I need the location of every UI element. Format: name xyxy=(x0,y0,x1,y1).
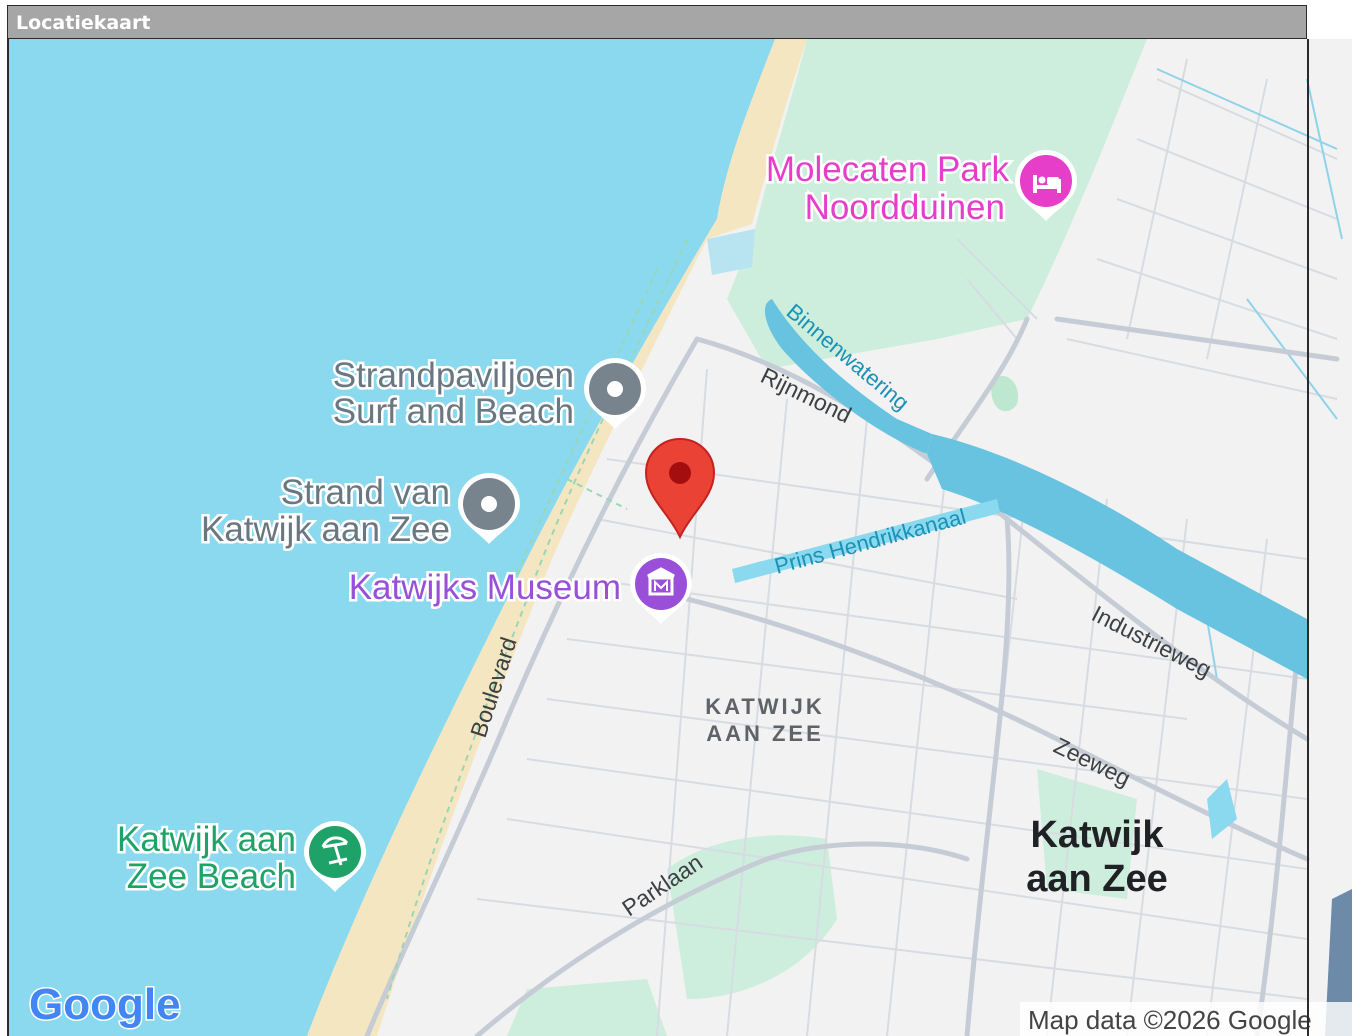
city-label: Katwijk aan Zee xyxy=(1026,814,1168,900)
poi-label-line: Molecaten Park xyxy=(766,150,1010,189)
beach-umbrella-icon xyxy=(321,836,349,866)
jetty xyxy=(707,229,755,275)
frame-border-left xyxy=(7,39,9,1036)
poi-label-line: Katwijk aan Zee xyxy=(201,510,450,549)
poi-label-line: Noordduinen xyxy=(805,188,1005,227)
pond xyxy=(1207,779,1237,839)
poi-katwijk-beach[interactable]: Katwijk aan Zee Beach xyxy=(115,818,366,899)
binnenwatering-canal xyxy=(764,299,932,454)
city-label-line2: aan Zee xyxy=(1026,858,1168,900)
beach-area xyxy=(307,39,807,1036)
panel-title: Locatiekaart xyxy=(16,12,151,34)
district-label-line1: KATWIJK xyxy=(705,694,825,719)
main-canal xyxy=(927,434,1307,679)
poi-label-line: Strandpaviljoen xyxy=(333,356,574,395)
park-area xyxy=(667,835,837,999)
poi-molecaten-park[interactable]: Molecaten Park Noordduinen xyxy=(763,148,1077,230)
prins-hendrikkanaal xyxy=(732,499,1000,583)
hotel-bed-icon xyxy=(1033,175,1061,193)
park-area xyxy=(1037,769,1137,899)
poi-label-line: Katwijks Museum xyxy=(349,568,621,607)
poi-label-line: Zee Beach xyxy=(127,857,296,896)
google-logo: Google xyxy=(29,980,181,1029)
poi-strand-van-katwijk[interactable]: Strand van Katwijk aan Zee xyxy=(198,471,520,552)
poi-katwijks-museum[interactable]: Katwijks Museum xyxy=(346,553,692,624)
panel-header: Locatiekaart xyxy=(7,5,1307,39)
poi-label-line: Strand van xyxy=(281,473,450,512)
generic-place-icon xyxy=(607,381,623,397)
museum-icon xyxy=(647,567,675,596)
poi-strandpaviljoen[interactable]: Strandpaviljoen Surf and Beach xyxy=(330,354,646,434)
attribution-text: Map data ©2026 Google xyxy=(1028,1005,1312,1035)
poi-label-line: Surf and Beach xyxy=(333,392,574,431)
location-marker[interactable] xyxy=(644,437,716,540)
map-view[interactable]: Rijnmond Boulevard Industrieweg Zeeweg P… xyxy=(7,39,1352,1036)
city-label-line1: Katwijk xyxy=(1030,814,1164,856)
sea-area xyxy=(7,39,775,1036)
poi-label-line: Katwijk aan xyxy=(117,820,296,859)
district-label: KATWIJK AAN ZEE xyxy=(705,694,825,746)
park-area xyxy=(507,979,667,1036)
park-area xyxy=(991,375,1018,412)
generic-place-icon xyxy=(481,496,497,512)
location-pin-icon xyxy=(644,437,716,540)
map-attribution[interactable]: Map data ©2026 Google xyxy=(1020,1002,1352,1036)
edge-water xyxy=(1325,889,1352,1036)
frame-border-right xyxy=(1307,39,1309,1036)
main-roads xyxy=(364,316,1340,1036)
district-label-line2: AAN ZEE xyxy=(706,721,824,746)
dune-park xyxy=(727,39,1147,369)
